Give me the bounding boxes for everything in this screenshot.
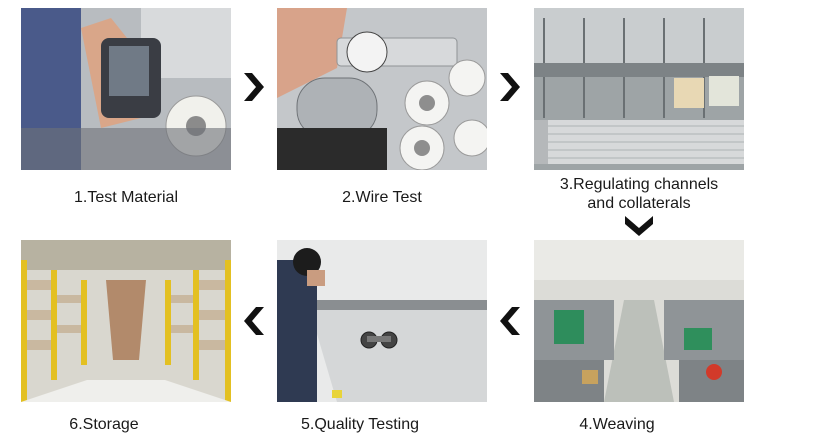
- step-1-photo: [21, 8, 231, 170]
- step-5-photo: [277, 240, 487, 402]
- step-3-caption: 3.Regulating channels and collaterals: [559, 176, 719, 212]
- step-1-caption: 1.Test Material: [73, 189, 179, 206]
- step-6-photo: [21, 240, 231, 402]
- step-6-caption: 6.Storage: [69, 416, 139, 433]
- step-5-caption: 5.Quality Testing: [301, 416, 419, 433]
- chevron-right-icon: [241, 70, 267, 104]
- step-4-caption: 4.Weaving: [579, 416, 655, 433]
- step-2-caption: 2.Wire Test: [342, 189, 422, 206]
- step-3-photo: [534, 8, 744, 170]
- step-4-photo: [534, 240, 744, 402]
- step-2-photo: [277, 8, 487, 170]
- chevron-left-icon: [241, 304, 267, 338]
- chevron-down-icon: [622, 213, 656, 239]
- chevron-left-icon: [497, 304, 523, 338]
- chevron-right-icon: [497, 70, 523, 104]
